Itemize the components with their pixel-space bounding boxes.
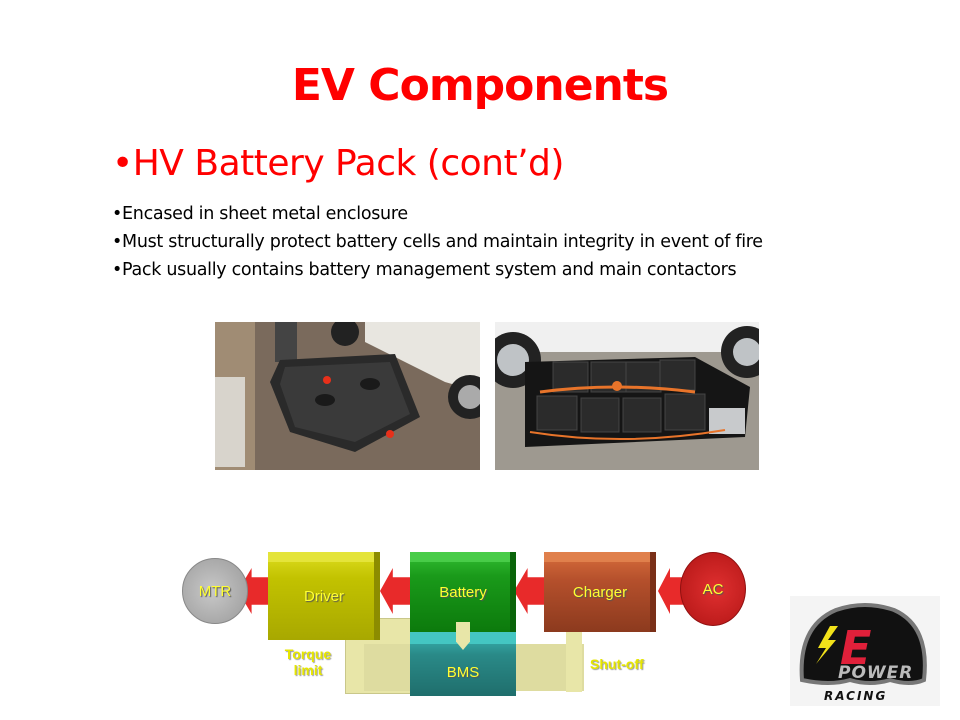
logo-e-letter: E <box>840 621 871 675</box>
bullet-list: •Encased in sheet metal enclosure •Must … <box>112 200 763 284</box>
shut-off-label: Shut-off <box>590 656 644 672</box>
motor-block: MTR <box>182 558 248 624</box>
arrow-battery-to-bms <box>456 622 470 650</box>
ac-source-block: AC <box>680 552 746 626</box>
bullet-item: •Pack usually contains battery managemen… <box>112 260 737 280</box>
torque-label-line2: limit <box>293 662 323 678</box>
bms-label: BMS <box>446 663 480 681</box>
lightning-bolt-icon <box>816 626 838 664</box>
bullet-item: •Must structurally protect battery cells… <box>112 232 763 252</box>
epower-racing-logo: E POWER RACING <box>790 596 940 706</box>
logo-power-word: POWER <box>838 663 913 683</box>
charger-label: Charger <box>572 583 628 601</box>
driver-label: Driver <box>304 587 344 605</box>
battery-pack-open-photo <box>495 322 759 470</box>
slide-title: EV Components <box>291 60 669 111</box>
arrow-battery-to-driver <box>380 568 412 614</box>
battery-pack-closed-photo <box>215 322 480 470</box>
torque-label-line1: Torque <box>284 646 332 662</box>
ac-label: AC <box>702 580 724 598</box>
battery-label: Battery <box>439 583 487 601</box>
logo-racing-word: RACING <box>824 689 887 703</box>
battery-block: Battery <box>410 552 516 632</box>
bullet-item: •Encased in sheet metal enclosure <box>112 204 408 224</box>
motor-label: MTR <box>198 582 232 600</box>
driver-block: Driver <box>268 552 380 640</box>
torque-limit-label: Torque limit <box>276 646 340 678</box>
arrow-charger-to-battery <box>514 568 548 614</box>
section-heading: •HV Battery Pack (cont’d) <box>112 143 564 184</box>
charger-block: Charger <box>544 552 656 632</box>
ev-powertrain-diagram: MTR Driver Battery BMS Charger AC Torque… <box>180 548 760 698</box>
